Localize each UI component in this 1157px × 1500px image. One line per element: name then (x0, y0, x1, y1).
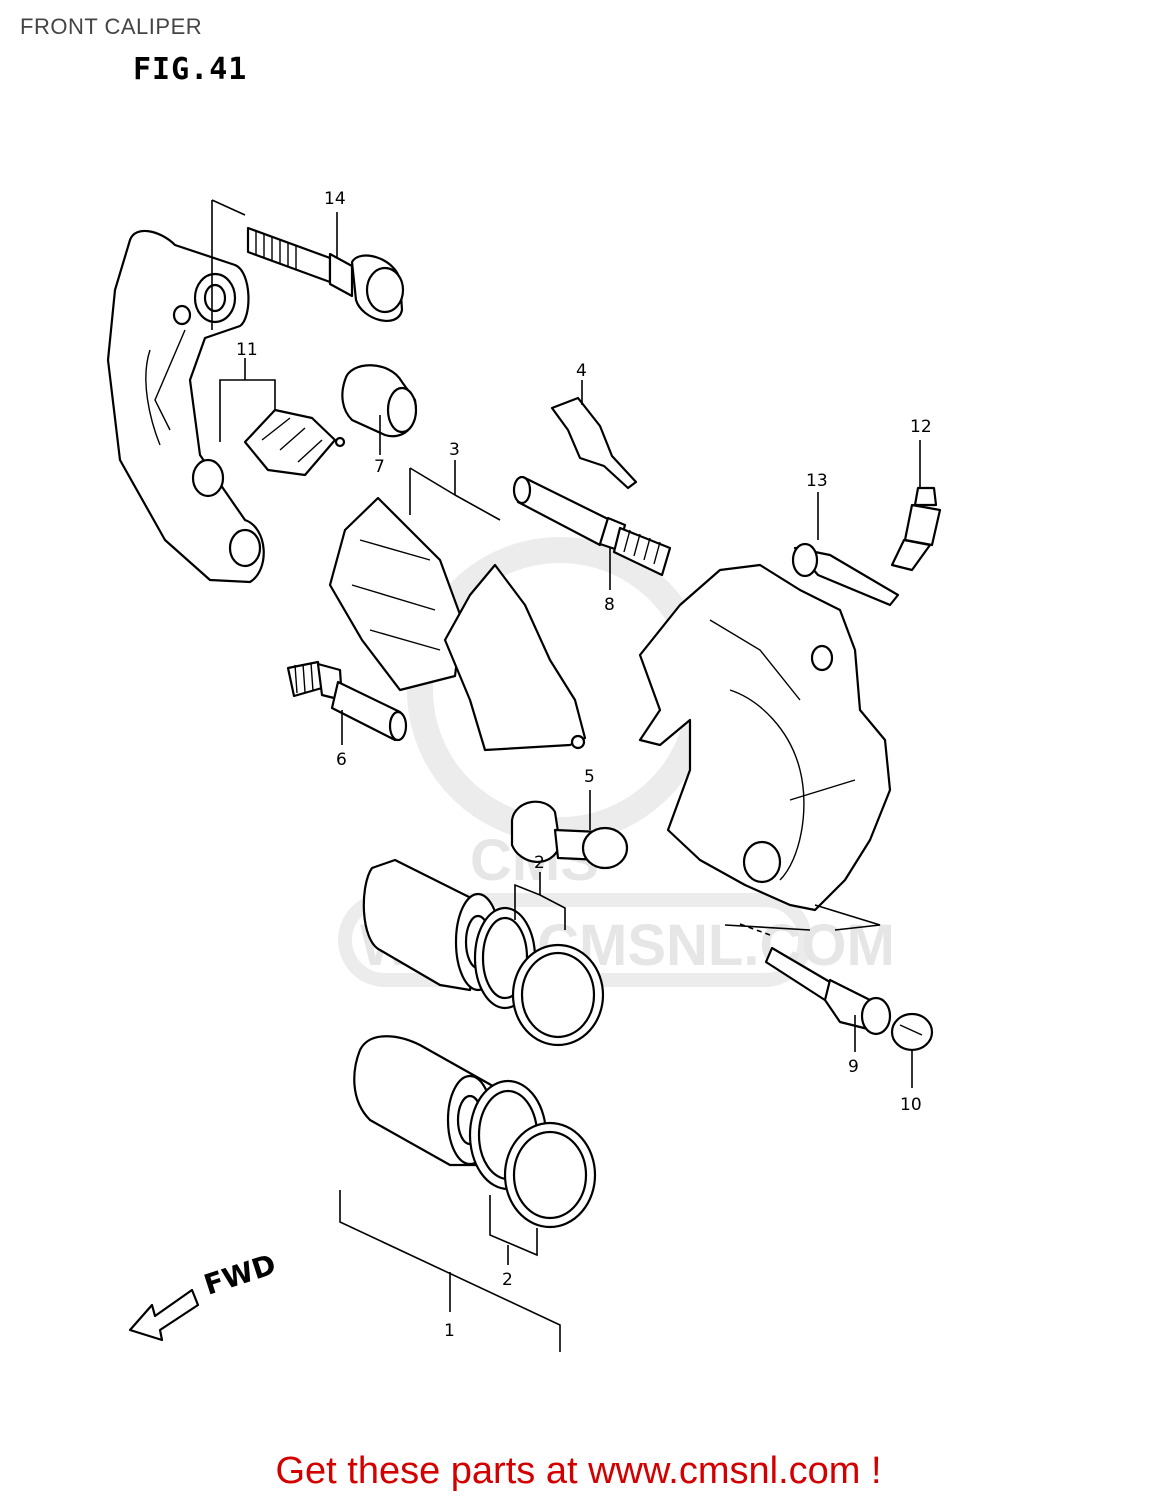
callout-8: 8 (604, 595, 615, 615)
bolt-part-14[interactable] (246, 226, 405, 322)
callout-5: 5 (584, 767, 595, 787)
forward-arrow: FWD (128, 1248, 280, 1342)
callout-14: 14 (324, 189, 346, 209)
bleeder-valve-part-12[interactable] (890, 486, 942, 572)
brake-pads-part-3[interactable] (328, 496, 587, 752)
bushing-part-5[interactable] (510, 800, 629, 870)
figure-label: FIG.41 (133, 52, 248, 87)
cta-link[interactable]: Get these parts at www.cmsnl.com ! (275, 1450, 882, 1492)
callout-2-lower: 2 (502, 1270, 513, 1290)
seal-lower-part-2[interactable] (468, 1079, 597, 1229)
callout-2-upper: 2 (534, 853, 545, 873)
callout-7: 7 (374, 457, 385, 477)
boot-part-7[interactable] (341, 364, 418, 438)
callout-9: 9 (848, 1057, 859, 1077)
callout-13: 13 (806, 471, 828, 491)
callout-1: 1 (444, 1321, 455, 1341)
slide-pin-part-8[interactable] (512, 475, 672, 577)
callout-3: 3 (449, 440, 460, 460)
seal-upper-part-2[interactable] (473, 906, 605, 1047)
bleeder-cap-part-13[interactable] (791, 542, 900, 607)
leader-lines (211, 199, 921, 1352)
callout-10: 10 (900, 1095, 922, 1115)
caliper-body[interactable] (638, 563, 892, 912)
plug-part-10[interactable] (890, 1012, 934, 1052)
caliper-bracket[interactable] (106, 229, 265, 584)
callout-11: 11 (236, 340, 258, 360)
callout-12: 12 (910, 417, 932, 437)
callout-numbers: 14 11 7 4 3 12 13 8 6 5 2 9 10 2 1 (236, 189, 932, 1341)
page-title: FRONT CALIPER (20, 14, 203, 39)
pin-bolt-part-9[interactable] (764, 946, 892, 1036)
fwd-label: FWD (200, 1248, 280, 1302)
slide-pin-part-6[interactable] (286, 660, 408, 742)
callout-4: 4 (576, 361, 587, 381)
pad-spring-part-11[interactable] (243, 408, 346, 477)
callout-6: 6 (336, 750, 347, 770)
pad-spring-part-4[interactable] (550, 396, 638, 490)
